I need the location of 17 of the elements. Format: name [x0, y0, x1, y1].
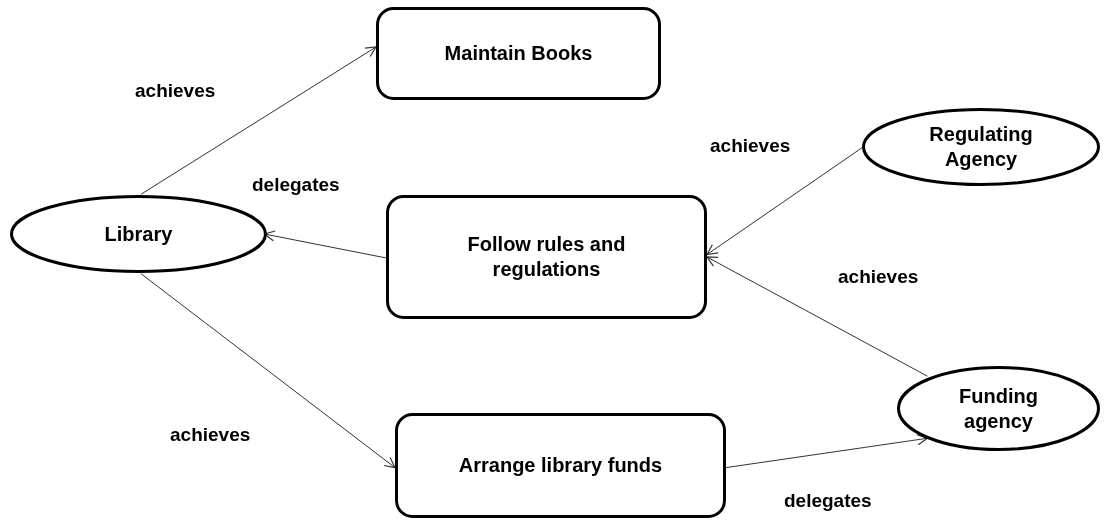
- arrow: [140, 273, 396, 469]
- arrow: [725, 434, 929, 469]
- actor-ellipse: [10, 195, 267, 273]
- goal-box: [386, 195, 707, 319]
- node-label: Regulating Agency: [928, 122, 1034, 172]
- arrow: [706, 256, 928, 377]
- arrow: [706, 147, 863, 256]
- goal-box: [376, 7, 661, 100]
- node-label: Arrange library funds: [458, 453, 663, 478]
- actor-ellipse: [862, 108, 1100, 186]
- node-label: Maintain Books: [444, 41, 593, 66]
- node-label: Library: [104, 221, 173, 247]
- arrow: [140, 46, 377, 195]
- actor-ellipse: [897, 366, 1100, 451]
- goal-box: [395, 413, 726, 518]
- node-label: Funding agency: [958, 383, 1039, 434]
- node-label: Follow rules and regulations: [466, 232, 627, 282]
